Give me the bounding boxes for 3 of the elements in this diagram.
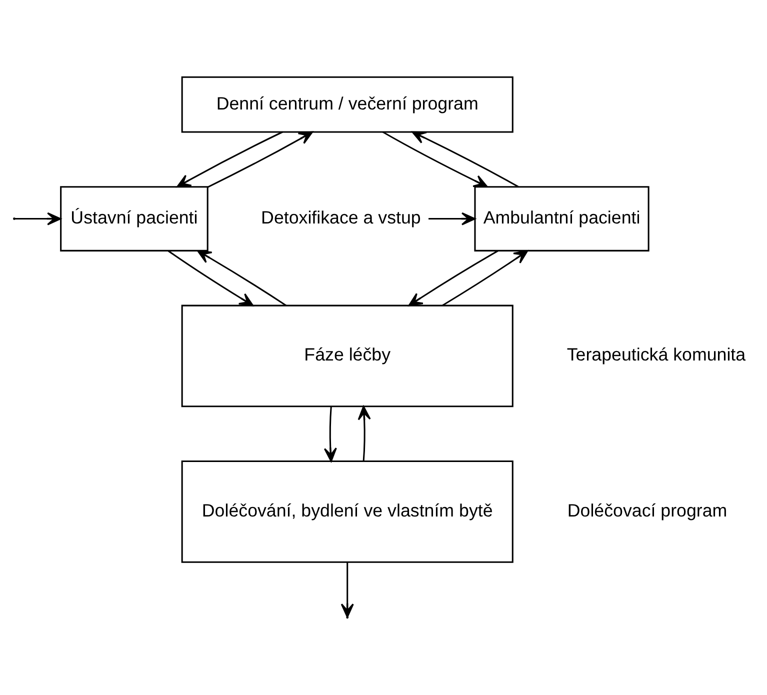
label: Doléčovací program xyxy=(567,500,728,520)
label: Terapeutická komunita xyxy=(566,344,746,365)
node-text: Detoxifikace a vstup xyxy=(261,207,421,228)
